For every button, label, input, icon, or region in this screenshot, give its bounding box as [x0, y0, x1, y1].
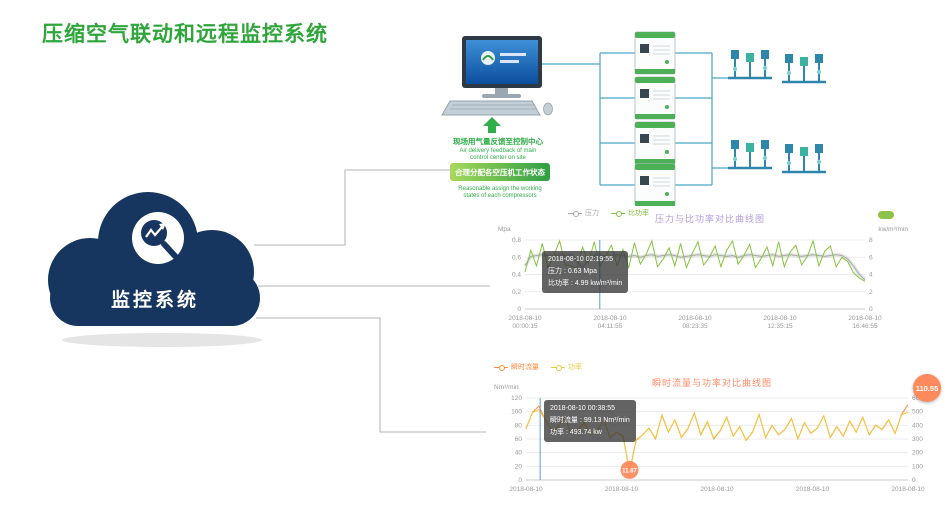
assign-text-cn: 合理分配各空压机工作状态 — [455, 167, 545, 177]
mouse — [543, 102, 553, 116]
svg-text:2018-08-10: 2018-08-10 — [796, 486, 830, 493]
svg-text:80: 80 — [515, 422, 523, 429]
svg-text:0.4: 0.4 — [512, 272, 521, 279]
svg-text:2018-08-10: 2018-08-10 — [593, 315, 627, 322]
svg-text:2018-08-10: 2018-08-10 — [605, 486, 639, 493]
network-lines — [542, 52, 730, 186]
legend-item-power[interactable]: 功率 — [551, 362, 582, 372]
feedback-text-cn: 现场用气量反馈至控制中心 — [453, 136, 543, 146]
y-right-axis-label: kw/m³/min — [878, 226, 908, 233]
compressor-unit — [634, 31, 676, 75]
svg-text:0.6: 0.6 — [512, 254, 521, 261]
svg-text:2018-08-10: 2018-08-10 — [678, 315, 712, 322]
svg-text:0: 0 — [912, 477, 916, 484]
svg-text:00:00:15: 00:00:15 — [512, 323, 538, 330]
assign-text-en: Reasonable assign the working — [458, 186, 541, 192]
svg-text:200: 200 — [912, 450, 923, 457]
system-diagram: 现场用气量反馈至控制中心 Air delivery feedback of ma… — [441, 31, 826, 206]
compressor-unit — [634, 76, 676, 120]
chart-title: 瞬时流量与功率对比曲线图 — [652, 378, 773, 388]
svg-text:0.8: 0.8 — [512, 237, 521, 244]
svg-text:11.87: 11.87 — [622, 468, 637, 474]
tooltip-value: 比功率 : 4.99 kw/m³/min — [548, 279, 623, 287]
tooltip-value: 功率 : 493.74 kw — [550, 428, 602, 436]
tooltip-value: 瞬时流量 : 99.13 Nm³/min — [550, 416, 630, 424]
svg-text:100: 100 — [912, 463, 923, 470]
assign-box — [450, 163, 550, 181]
y-left-axis-label: Mpa — [498, 226, 511, 233]
page-title: 压缩空气联动和远程监控系统 — [42, 23, 328, 46]
control-computer — [441, 36, 553, 116]
svg-text:300: 300 — [912, 436, 923, 443]
svg-text:2018-08-10: 2018-08-10 — [891, 486, 925, 493]
monitoring-cloud: 监控系统 — [48, 192, 262, 347]
chart-tooltip: 2018-08-10 00:38:55 瞬时流量 : 99.13 Nm³/min… — [544, 400, 636, 442]
tooltip-time: 2018-08-10 00:38:55 — [550, 405, 615, 412]
legend-item-flow[interactable]: 瞬时流量 — [494, 362, 539, 372]
flow-power-chart-panel: 12010080604020060050040030020010002018-0… — [486, 356, 943, 529]
legend-marker-icon — [611, 210, 625, 217]
svg-text:16:46:55: 16:46:55 — [852, 323, 878, 330]
svg-text:120: 120 — [511, 395, 522, 402]
svg-text:04:11:55: 04:11:55 — [598, 323, 623, 330]
svg-text:2018-08-10: 2018-08-10 — [509, 486, 543, 493]
svg-text:0: 0 — [518, 477, 522, 484]
svg-text:4: 4 — [869, 272, 873, 279]
chart-legend: 瞬时流量 功率 — [494, 362, 582, 372]
feedback-text-en: control center on site — [470, 155, 526, 161]
y-left-axis-label: Nm³/min — [494, 384, 519, 391]
legend-marker-icon — [568, 210, 582, 217]
svg-text:0.2: 0.2 — [512, 289, 521, 296]
magnifier-icon — [141, 220, 178, 259]
legend-label: 比功率 — [628, 210, 649, 217]
legend-marker-icon — [494, 364, 508, 371]
air-pipeline-unit — [782, 144, 826, 174]
chart-title: 压力与比功率对比曲线图 — [655, 214, 766, 224]
air-pipeline-unit — [782, 54, 826, 84]
svg-text:08:23:35: 08:23:35 — [682, 323, 708, 330]
latest-value-badge: 110.55 — [913, 374, 941, 402]
svg-text:0: 0 — [869, 306, 873, 313]
chart-legend: 压力 比功率 — [568, 208, 649, 218]
svg-text:40: 40 — [515, 450, 523, 457]
legend-item-specific-power[interactable]: 比功率 — [611, 208, 649, 218]
svg-text:100: 100 — [511, 409, 522, 416]
cloud-label: 监控系统 — [111, 288, 199, 311]
cloud-shadow — [62, 333, 262, 347]
svg-text:0: 0 — [517, 306, 521, 313]
svg-text:2018-08-10: 2018-08-10 — [508, 315, 542, 322]
svg-text:500: 500 — [912, 409, 923, 416]
svg-text:12:35:15: 12:35:15 — [767, 323, 793, 330]
compressor-unit — [634, 121, 676, 165]
legend-label: 瞬时流量 — [511, 364, 539, 371]
legend-label: 功率 — [568, 364, 582, 371]
svg-text:60: 60 — [515, 436, 523, 443]
assign-text-en: states of each compressors — [463, 193, 536, 199]
svg-text:20: 20 — [515, 463, 523, 470]
svg-text:2018-08-10: 2018-08-10 — [763, 315, 797, 322]
svg-text:2018-08-10: 2018-08-10 — [848, 315, 882, 322]
feedback-text-en: Air delivery feedback of main — [459, 148, 536, 154]
chart-tooltip: 2018-08-10 02:19:55 压力 : 0.63 Mpa 比功率 : … — [542, 251, 629, 293]
svg-text:8: 8 — [869, 237, 873, 244]
up-arrow-icon — [483, 117, 501, 133]
svg-text:6: 6 — [869, 254, 873, 261]
svg-text:2: 2 — [869, 289, 873, 296]
keyboard — [441, 100, 541, 116]
legend-label: 压力 — [585, 210, 599, 217]
tooltip-time: 2018-08-10 02:19:55 — [548, 256, 613, 263]
air-pipeline-unit — [728, 50, 772, 80]
svg-text:400: 400 — [912, 422, 923, 429]
value-badge — [878, 211, 894, 219]
tooltip-value: 压力 : 0.63 Mpa — [548, 267, 598, 275]
legend-marker-icon — [551, 364, 565, 371]
flow-power-plot[interactable]: 12010080604020060050040030020010002018-0… — [486, 356, 943, 529]
svg-text:2018-08-10: 2018-08-10 — [700, 486, 734, 493]
air-pipeline-unit — [728, 140, 772, 170]
compressor-unit — [634, 163, 676, 206]
legend-item-pressure[interactable]: 压力 — [568, 208, 599, 218]
